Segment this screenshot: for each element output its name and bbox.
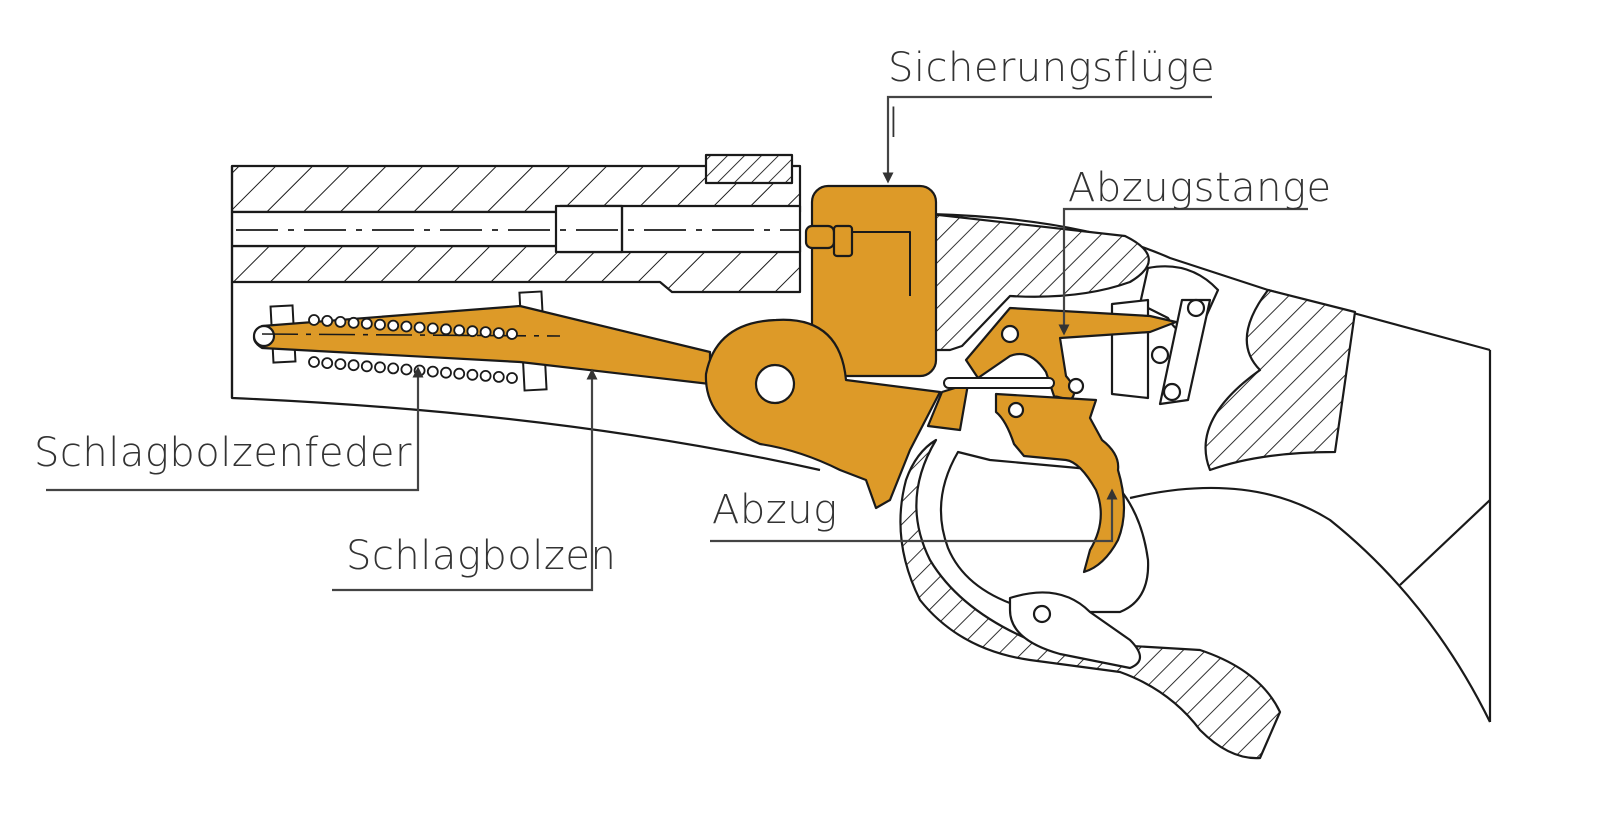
spring-coil <box>321 314 334 327</box>
spring-coil <box>479 326 492 339</box>
spring-coil <box>453 367 466 380</box>
spring-coil <box>347 359 360 372</box>
callout-line-abzug <box>710 488 1118 543</box>
spring-coil <box>347 316 360 329</box>
label-abzugstange: Abzugstange <box>1068 165 1332 211</box>
callout-lines <box>46 95 1308 592</box>
label-sicherungsfluegel: Sicherungsflüge <box>888 45 1216 91</box>
spring-coil <box>466 325 479 338</box>
spring-coil <box>440 323 452 336</box>
safety-wing-block <box>804 184 938 378</box>
spring-coil <box>334 358 347 371</box>
spring-coil <box>321 357 334 370</box>
spring-coil <box>479 369 492 382</box>
rear-linkage <box>1110 265 1220 406</box>
stock <box>928 212 1492 723</box>
label-schlagbolzen: Schlagbolzen <box>346 533 617 579</box>
spring-coil <box>440 366 452 379</box>
spring-coil <box>453 324 466 337</box>
callout-line-schlagbolzen <box>332 368 598 592</box>
spring-coil <box>374 318 386 331</box>
label-abzug: Abzug <box>712 487 838 533</box>
callout-line-abzugstange <box>1058 207 1308 336</box>
spring-coil <box>308 314 320 326</box>
spring-coil <box>360 360 373 373</box>
callout-line-sicherungsfluegel <box>882 95 1212 184</box>
spring-coil <box>492 370 505 383</box>
label-schlagbolzenfeder: Schlagbolzenfeder <box>34 430 412 476</box>
spring-coil <box>492 327 505 340</box>
connecting-rod <box>943 377 1055 389</box>
spring-coil <box>506 328 518 340</box>
spring-coil <box>466 368 479 381</box>
spring-coil <box>308 356 320 368</box>
receiver-housing <box>230 153 821 472</box>
label-sicherungsfluegel-continued: l <box>888 101 900 147</box>
spring-coil <box>360 317 373 330</box>
spring-coil <box>387 362 400 375</box>
callout-line-schlagbolzenfeder <box>46 366 424 492</box>
spring-coil <box>334 315 347 328</box>
trigger <box>994 392 1126 574</box>
spring-coil <box>426 322 439 335</box>
spring-coil <box>374 361 386 374</box>
cocking-cam <box>704 318 942 510</box>
spring-coil <box>413 364 426 377</box>
spring-coil <box>426 365 439 378</box>
spring-coil <box>387 319 400 332</box>
spring-coil <box>400 363 413 376</box>
spring-coil <box>506 372 518 384</box>
spring-coil <box>413 321 426 334</box>
spring-coil <box>400 320 413 333</box>
